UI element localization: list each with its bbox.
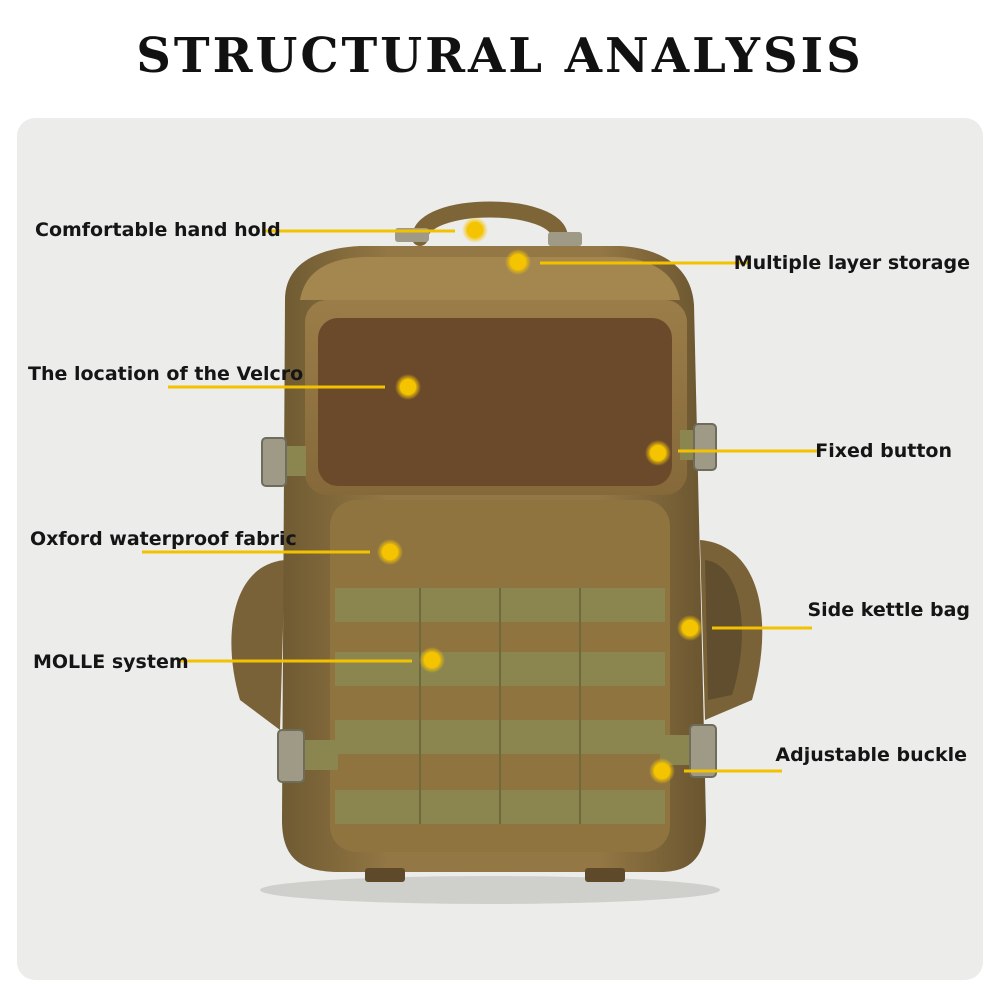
marker-dot-velcro <box>400 379 416 395</box>
bag-top-flap <box>300 257 680 300</box>
marker-dot-layer-storage <box>510 254 526 270</box>
page-title: STRUCTURAL ANALYSIS <box>136 28 864 84</box>
buckle-right-upper <box>693 423 717 471</box>
marker-dot-side-kettle <box>682 620 698 636</box>
marker-dot-adjustable-buckle <box>654 763 670 779</box>
bag-shadow <box>260 876 720 904</box>
callout-label-layer-storage: Multiple layer storage <box>733 252 970 274</box>
buckle-right-lower <box>689 724 717 778</box>
marker-dot-molle <box>424 652 440 668</box>
bag-handle <box>412 201 568 246</box>
callout-label-molle: MOLLE system <box>33 651 189 673</box>
callout-label-side-kettle: Side kettle bag <box>807 599 970 621</box>
molle-webbing <box>335 588 665 824</box>
buckle-left-upper <box>261 437 287 487</box>
side-mesh-right <box>705 560 742 700</box>
velcro-patch <box>318 318 672 486</box>
callout-label-hand-hold: Comfortable hand hold <box>35 219 281 241</box>
callout-label-oxford-fabric: Oxford waterproof fabric <box>30 528 297 550</box>
buckle-left-lower <box>277 729 305 783</box>
marker-dot-hand-hold <box>467 222 483 238</box>
callout-label-velcro: The location of the Velcro <box>28 363 304 385</box>
callout-markers <box>142 217 820 784</box>
callout-label-fixed-button: Fixed button <box>815 440 952 462</box>
marker-dot-fixed-button <box>650 445 666 461</box>
callout-label-adjustable-buckle: Adjustable buckle <box>775 744 967 766</box>
marker-dot-oxford-fabric <box>382 544 398 560</box>
side-pocket-left <box>231 560 285 730</box>
handle-base-right <box>548 232 582 246</box>
bag-foot-left <box>365 868 405 882</box>
bag-foot-right <box>585 868 625 882</box>
